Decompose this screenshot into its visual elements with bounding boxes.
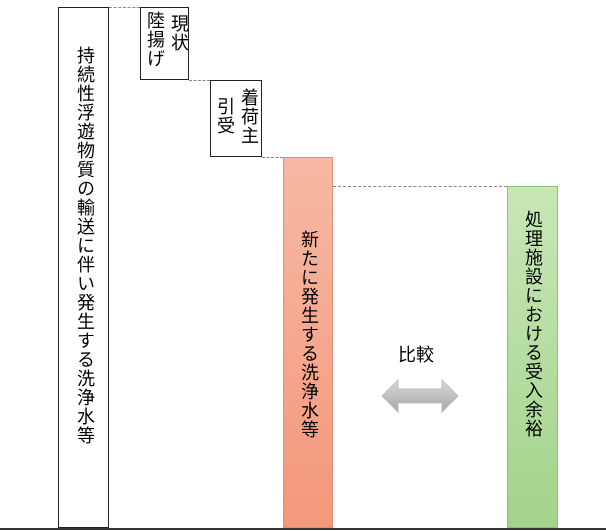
facility-capacity-label: 処理施設における受入余裕 (522, 210, 543, 438)
compare-label: 比較 (398, 345, 434, 366)
main-column-label: 持続性浮遊物質の輸送に伴い発生する洗浄水等 (74, 46, 95, 445)
current-label: 現状 (168, 14, 189, 52)
new-wash-water-label: 新たに発生する洗浄水等 (298, 230, 319, 439)
facility-capacity-bar (507, 186, 558, 528)
connector-line-4 (333, 186, 507, 187)
baseline (0, 528, 606, 530)
connector-line-3 (262, 157, 283, 158)
main-column-box (58, 7, 109, 528)
connector-line-1 (109, 7, 140, 8)
connector-line-2 (189, 80, 210, 81)
unloading-label: 陸揚げ (144, 11, 165, 68)
double-arrow-icon (381, 378, 459, 414)
new-wash-water-bar (283, 157, 333, 528)
consignee-label: 着荷主 (238, 88, 259, 145)
acceptance-label: 引受 (214, 97, 235, 135)
consignee-acceptance-box (210, 80, 262, 157)
current-unloading-box (140, 7, 189, 80)
